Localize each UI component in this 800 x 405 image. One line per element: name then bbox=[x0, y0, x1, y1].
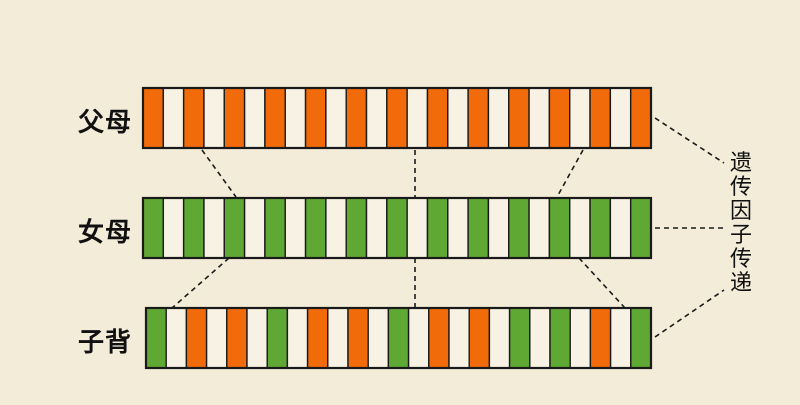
child-strip bbox=[144, 306, 653, 370]
child-strip-segment bbox=[589, 307, 612, 369]
mother-strip-segment bbox=[264, 197, 286, 259]
child-strip-segment bbox=[306, 307, 329, 369]
father-strip-segment bbox=[528, 87, 551, 149]
connector-mother-child-3 bbox=[578, 257, 626, 309]
child-strip-segment bbox=[266, 307, 289, 369]
father-strip-segment bbox=[386, 87, 408, 149]
connector-lines bbox=[171, 117, 725, 338]
child-strip-segment bbox=[226, 307, 248, 369]
child-strip-segment bbox=[165, 307, 188, 369]
connector-father-mother-3 bbox=[556, 149, 584, 198]
mother-strip-outline bbox=[141, 196, 653, 260]
child-strip-segment bbox=[407, 307, 430, 369]
father-strip-segment bbox=[203, 87, 225, 149]
father-strip-segment bbox=[325, 87, 347, 149]
mother-strip-segment bbox=[569, 197, 591, 259]
mother-strip-segment bbox=[447, 197, 469, 259]
child-strip-segment bbox=[367, 307, 390, 369]
father-strip-segment bbox=[264, 87, 286, 149]
father-strip-segment bbox=[243, 87, 266, 149]
child-strip-segment bbox=[569, 307, 592, 369]
child-strip-segment bbox=[246, 307, 268, 369]
child-strip-segment bbox=[327, 307, 349, 369]
child-strip-segment bbox=[428, 307, 450, 369]
mother-strip-segment bbox=[365, 197, 388, 259]
mother-strip-segment bbox=[162, 197, 185, 259]
mother-strip-segment bbox=[345, 197, 368, 259]
mother-strip-segment bbox=[304, 197, 327, 259]
child-strip-segment bbox=[508, 307, 531, 369]
mother-strip-segment bbox=[426, 197, 449, 259]
father-strip-segment bbox=[426, 87, 449, 149]
inheritance-label: 遗传因子传递 bbox=[729, 151, 752, 296]
father-strip-segment bbox=[609, 87, 632, 149]
father-strip-segment bbox=[508, 87, 530, 149]
father-strip-segment bbox=[629, 87, 652, 149]
child-strip-segment bbox=[347, 307, 369, 369]
mother-strip-segment bbox=[203, 197, 225, 259]
child-strip-segment bbox=[468, 307, 491, 369]
father-strip-segment bbox=[447, 87, 469, 149]
father-strip-segment bbox=[142, 87, 165, 149]
connector-child-side bbox=[654, 289, 725, 338]
mother-strip-segment bbox=[508, 197, 530, 259]
mother-strip-segment bbox=[589, 197, 612, 259]
child-strip-segment bbox=[145, 307, 167, 369]
child-strip-segment bbox=[205, 307, 228, 369]
child-strip-segment bbox=[286, 307, 309, 369]
father-strip-segment bbox=[406, 87, 429, 149]
child-strip-segment bbox=[488, 307, 511, 369]
father-strip-segment bbox=[304, 87, 327, 149]
child-strip-segment bbox=[549, 307, 571, 369]
father-strip-segment bbox=[182, 87, 205, 149]
mother-strip-segment bbox=[629, 197, 652, 259]
father-strip-outline bbox=[141, 86, 653, 150]
mother-strip-segment bbox=[386, 197, 408, 259]
father-label: 父母 bbox=[78, 108, 133, 138]
mother-strip bbox=[141, 196, 653, 260]
mother-strip-segment bbox=[243, 197, 266, 259]
mother-strip-segment bbox=[528, 197, 551, 259]
mother-strip-segment bbox=[487, 197, 510, 259]
mother-strip-segment bbox=[467, 197, 490, 259]
father-strip-segment bbox=[223, 87, 246, 149]
father-strip-segment bbox=[467, 87, 490, 149]
child-strip-segment bbox=[609, 307, 632, 369]
child-strip-segment bbox=[448, 307, 470, 369]
father-strip-segment bbox=[589, 87, 612, 149]
child-strip-segment bbox=[387, 307, 410, 369]
father-strip bbox=[141, 86, 653, 150]
mother-label: 女母 bbox=[78, 218, 133, 248]
father-strip-segment bbox=[569, 87, 591, 149]
connector-father-mother-1 bbox=[201, 149, 237, 198]
mother-strip-segment bbox=[142, 197, 165, 259]
child-strip-segment bbox=[630, 307, 652, 369]
father-strip-segment bbox=[487, 87, 510, 149]
mother-strip-segment bbox=[325, 197, 347, 259]
child-strip-segment bbox=[529, 307, 551, 369]
connector-father-side bbox=[654, 117, 725, 164]
father-strip-segment bbox=[548, 87, 571, 149]
father-strip-segment bbox=[284, 87, 307, 149]
mother-strip-segment bbox=[406, 197, 429, 259]
mother-strip-segment bbox=[223, 197, 246, 259]
child-label: 子背 bbox=[78, 328, 133, 358]
connector-mother-child-1 bbox=[171, 257, 230, 309]
mother-strip-segment bbox=[284, 197, 307, 259]
chromosome-strips bbox=[141, 86, 653, 370]
father-strip-segment bbox=[162, 87, 185, 149]
father-strip-segment bbox=[365, 87, 388, 149]
child-strip-outline bbox=[144, 306, 653, 370]
mother-strip-segment bbox=[548, 197, 571, 259]
mother-strip-segment bbox=[182, 197, 205, 259]
child-strip-segment bbox=[185, 307, 208, 369]
mother-strip-segment bbox=[609, 197, 632, 259]
father-strip-segment bbox=[345, 87, 368, 149]
